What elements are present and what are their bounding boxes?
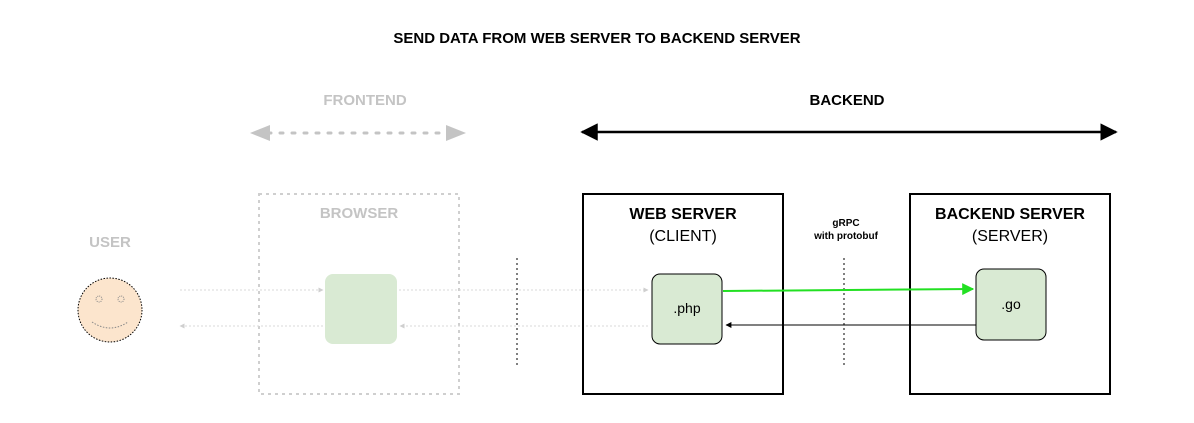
backend-server-box: [909, 193, 1111, 395]
backend-server-title: BACKEND SERVER: [935, 206, 1085, 223]
user-smiley-icon: [77, 277, 143, 343]
protocol-sublabel: with protobuf: [814, 231, 878, 242]
protocol-label: gRPC: [832, 218, 860, 229]
php-node-label: .php: [673, 300, 701, 316]
web-server-box: [582, 193, 784, 395]
frontend-label: FRONTEND: [323, 92, 407, 109]
go-node: [975, 268, 1047, 341]
frontend-span-arrow: [250, 125, 466, 141]
backend-server-subtitle: (SERVER): [971, 228, 1049, 245]
browser-label: BROWSER: [319, 205, 399, 222]
web-server-subtitle: (CLIENT): [649, 228, 717, 245]
grpc-request-arrow: [722, 283, 975, 296]
backend-label: BACKEND: [809, 92, 885, 109]
php-node: [651, 273, 723, 345]
diagram-title: SEND DATA FROM WEB SERVER TO BACKEND SER…: [393, 30, 801, 47]
browser-node: [325, 274, 397, 344]
browser-box: [258, 193, 460, 395]
web-server-title: WEB SERVER: [629, 206, 737, 223]
go-node-label: .go: [1001, 296, 1021, 312]
user-label: USER: [89, 234, 131, 251]
